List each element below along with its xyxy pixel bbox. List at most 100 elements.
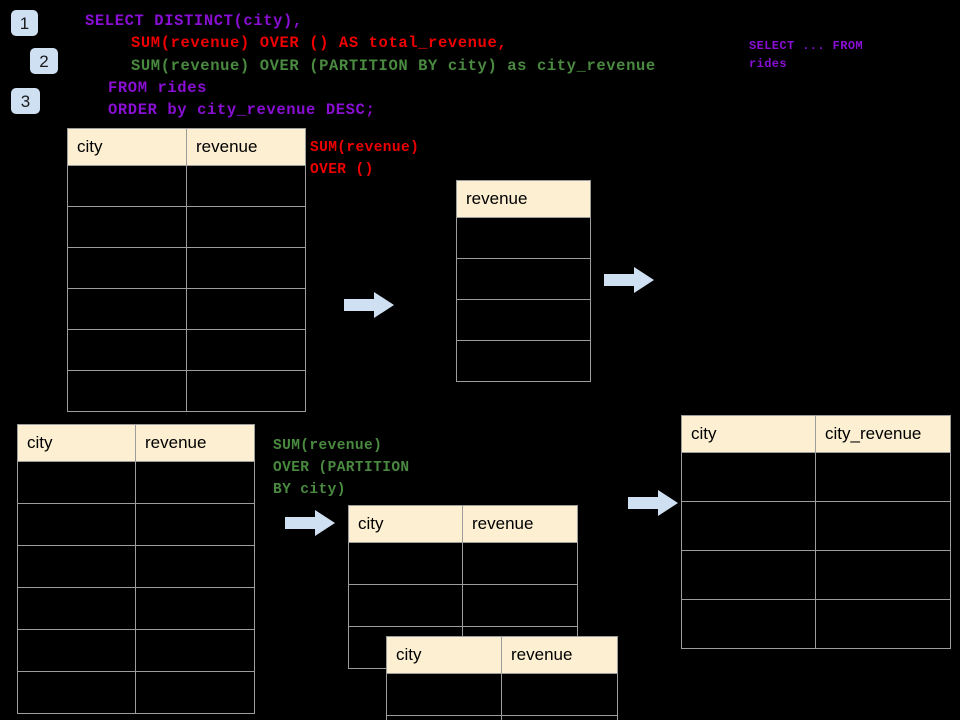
table-cell	[681, 452, 816, 502]
table-cell	[815, 501, 951, 551]
step-badge-3: 3	[11, 88, 40, 114]
table-cell	[386, 715, 502, 720]
table-cell	[348, 584, 463, 627]
table-cell	[456, 299, 591, 341]
table-cell	[186, 165, 306, 207]
column-header-city: city	[67, 128, 187, 166]
arrow-source-to-partition-icon	[285, 508, 335, 538]
table-cell	[186, 329, 306, 371]
table-cell	[186, 206, 306, 248]
table-cell	[67, 288, 187, 330]
table-cell	[67, 370, 187, 412]
step-badge-2-label: 2	[39, 51, 49, 71]
step-badge-1-label: 1	[19, 13, 30, 33]
table-cell	[135, 629, 255, 672]
table-row	[456, 299, 591, 341]
table-cell	[17, 629, 136, 672]
arrow-source-to-total-icon	[344, 290, 394, 320]
step-badge-3-label: 3	[20, 91, 31, 111]
table-cell	[135, 461, 255, 504]
table-cell	[135, 545, 255, 588]
table-cell	[186, 370, 306, 412]
table-row	[681, 501, 951, 551]
table-cell	[17, 671, 136, 714]
sql-line-order-by: ORDER by city_revenue DESC;	[108, 101, 376, 119]
table-row	[17, 671, 255, 714]
table-cell	[456, 217, 591, 259]
column-header-revenue: revenue	[462, 505, 578, 543]
column-header-revenue: revenue	[456, 180, 591, 218]
table-cell	[67, 329, 187, 371]
table-cell	[501, 715, 618, 720]
column-header-city_revenue: city_revenue	[815, 415, 951, 453]
table-cell	[681, 599, 816, 649]
column-header-city: city	[348, 505, 463, 543]
column-header-city: city	[681, 415, 816, 453]
arrow-partition-to-result-icon	[628, 488, 678, 518]
annotation-over-empty: SUM(revenue) OVER ()	[310, 140, 420, 178]
table-row	[456, 258, 591, 300]
table-cell	[348, 542, 463, 585]
table-cell	[186, 247, 306, 289]
table-row	[456, 340, 591, 382]
table-row	[348, 542, 578, 585]
table-row	[67, 370, 306, 412]
table-row	[67, 329, 306, 371]
table-cell	[67, 206, 187, 248]
sql-line-total-revenue: SUM(revenue) OVER () AS total_revenue,	[131, 34, 508, 52]
table-header-row: revenue	[456, 180, 591, 218]
sql-side-note: SELECT ... FROM rides	[749, 39, 864, 71]
arrow-total-to-result-icon	[604, 265, 654, 295]
column-header-city: city	[17, 424, 136, 462]
table-row	[681, 550, 951, 600]
table-row	[67, 288, 306, 330]
table-cell	[815, 599, 951, 649]
annotation-over-partition: SUM(revenue) OVER (PARTITION BY city)	[273, 438, 410, 498]
table-row	[681, 452, 951, 502]
table-cell	[135, 671, 255, 714]
table-cell	[186, 288, 306, 330]
table-row	[17, 629, 255, 672]
table-cell	[681, 501, 816, 551]
table-cell	[456, 258, 591, 300]
sql-line-city-revenue: SUM(revenue) OVER (PARTITION BY city) as…	[131, 57, 656, 75]
table-row	[67, 247, 306, 289]
table-cell	[462, 584, 578, 627]
table-cell	[135, 587, 255, 630]
table-cell	[17, 503, 136, 546]
table-cell	[17, 461, 136, 504]
table-cell	[815, 452, 951, 502]
table-cell	[815, 550, 951, 600]
table-row	[67, 206, 306, 248]
table-row	[386, 673, 618, 716]
table-row	[17, 503, 255, 546]
table-row	[17, 461, 255, 504]
table-row	[348, 584, 578, 627]
table-cell	[386, 673, 502, 716]
table-cell	[501, 673, 618, 716]
table-row	[17, 587, 255, 630]
step-badge-2: 2	[30, 48, 58, 74]
table-cell	[681, 550, 816, 600]
sql-line-from: FROM rides	[108, 79, 208, 97]
table-cell	[17, 587, 136, 630]
sql-line-select: SELECT DISTINCT(city),	[85, 12, 303, 30]
total-revenue-table: revenue	[456, 180, 591, 382]
table-cell	[462, 542, 578, 585]
step-badge-1: 1	[11, 10, 38, 36]
table-row	[456, 217, 591, 259]
table-row	[681, 599, 951, 649]
column-header-revenue: revenue	[186, 128, 306, 166]
table-cell	[456, 340, 591, 382]
table-cell	[17, 545, 136, 588]
column-header-revenue: revenue	[501, 636, 618, 674]
